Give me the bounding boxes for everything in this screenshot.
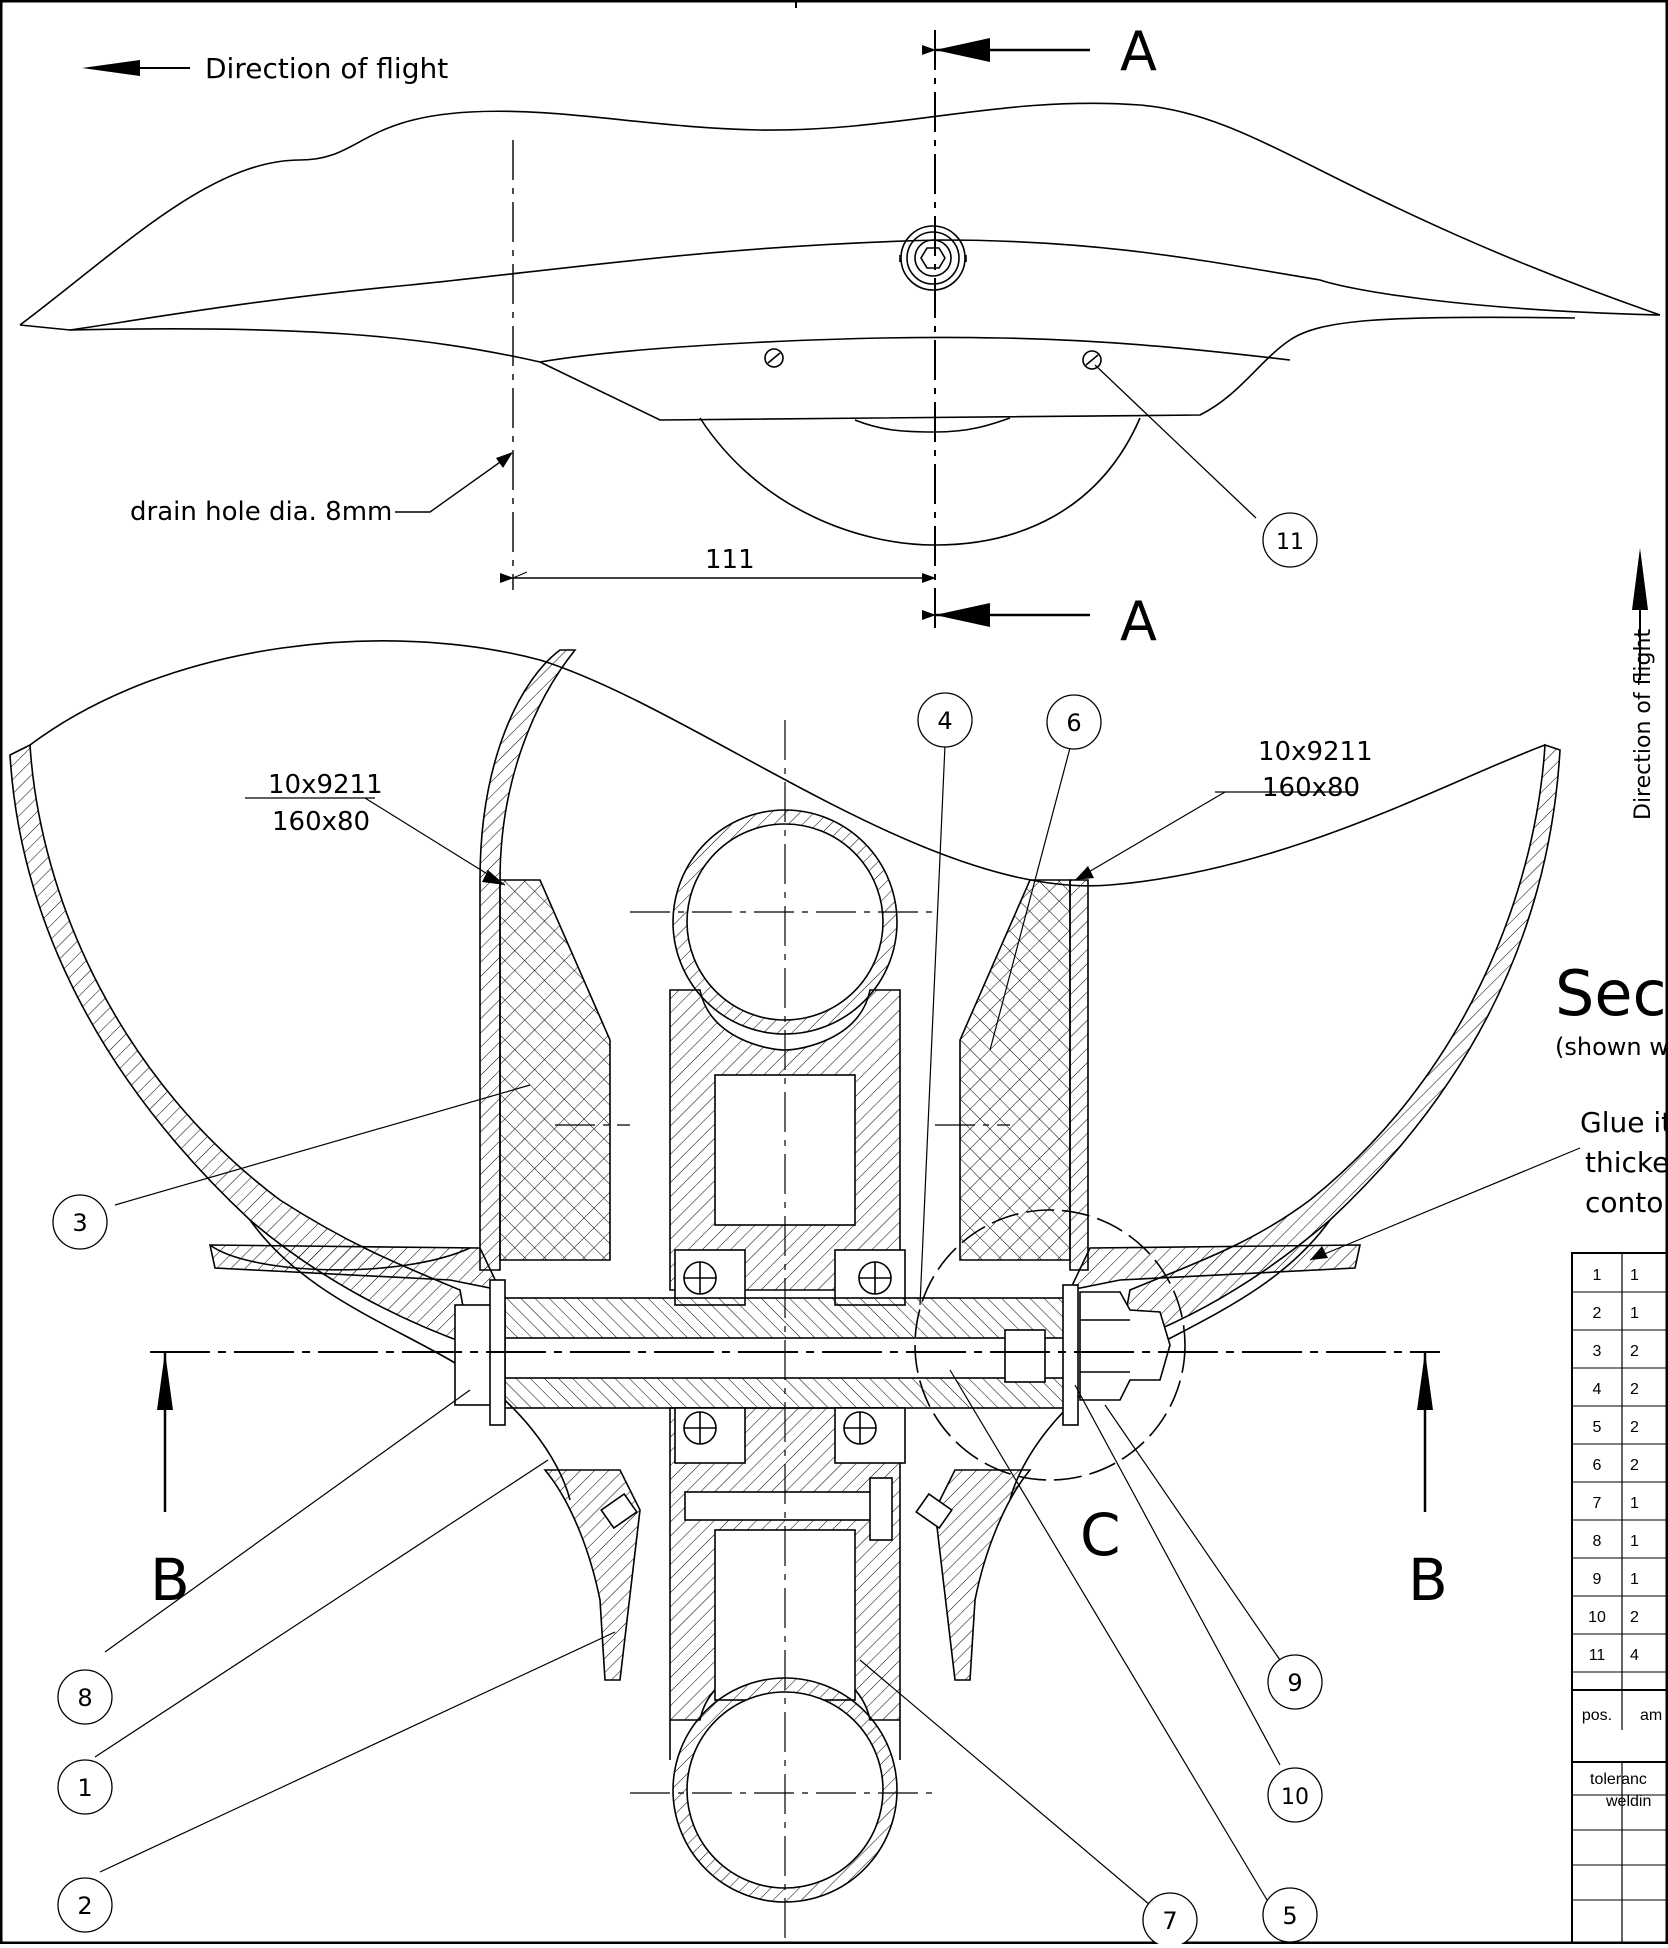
- bom-pos-8: 8: [1593, 1533, 1602, 1550]
- bom-amt-11: 4: [1630, 1647, 1639, 1664]
- weld-left-top: 10x9211: [268, 770, 383, 800]
- weld-left-bottom: 160x80: [272, 807, 370, 837]
- balloon-label-6: 6: [1066, 709, 1081, 737]
- bom-header-amount: am: [1640, 1707, 1662, 1724]
- direction-of-flight-label: Direction of flight: [205, 52, 448, 85]
- section-a-bottom-letter: A: [1120, 590, 1157, 653]
- drain-hole-label: drain hole dia. 8mm: [130, 497, 392, 527]
- bom-amt-2: 1: [1630, 1305, 1639, 1322]
- balloon-label-8: 8: [77, 1684, 92, 1712]
- section-b-right-letter: B: [1408, 1546, 1448, 1614]
- flight-arrow-top: [82, 60, 190, 76]
- drain-hole-axis: [395, 140, 936, 590]
- weld-right-arrowhead: [1075, 866, 1094, 880]
- section-a-top-letter: A: [1120, 20, 1157, 83]
- section-a-bottom-arrowhead: [935, 603, 990, 627]
- weld-left-arrowhead: [482, 870, 505, 885]
- bom-text: 1 1 2 1 3 2 4 2 5 2 6 2 7 1 8 1 9 1 10 2…: [1582, 1267, 1662, 1810]
- dimension-111: 111: [705, 545, 755, 575]
- bom-pos-10: 10: [1588, 1609, 1606, 1626]
- balloon-label-11: 11: [1276, 530, 1304, 555]
- balloon-label-7: 7: [1162, 1907, 1177, 1935]
- balloon-label-10: 10: [1281, 1785, 1309, 1810]
- bom-pos-1: 1: [1593, 1267, 1602, 1284]
- bom-amt-9: 1: [1630, 1571, 1639, 1588]
- top-view: [19, 102, 1661, 546]
- drain-hole-leader-arrowhead: [496, 452, 513, 468]
- section-b-left-letter: B: [150, 1546, 190, 1614]
- bom-amt-1: 1: [1630, 1267, 1639, 1284]
- glue-arrowhead: [1310, 1246, 1328, 1260]
- bom-pos-2: 2: [1593, 1305, 1602, 1322]
- section-a-top-arrowhead: [935, 38, 990, 62]
- section-subtitle: (shown w: [1555, 1033, 1668, 1061]
- section-line-a: [922, 30, 1090, 630]
- bom-table: [1571, 1252, 1668, 1948]
- balloon-label-2: 2: [77, 1892, 92, 1920]
- weld-right-top: 10x9211: [1258, 737, 1373, 767]
- balloon-label-9: 9: [1287, 1669, 1302, 1697]
- bom-amt-7: 1: [1630, 1495, 1639, 1512]
- bom-amt-8: 1: [1630, 1533, 1639, 1550]
- bom-pos-7: 7: [1593, 1495, 1602, 1512]
- weld-right-bottom: 160x80: [1262, 773, 1360, 803]
- balloon-11-leader: [1094, 364, 1257, 519]
- balloon-circles: [52, 512, 1323, 1948]
- glue-note-line2: thicker: [1585, 1146, 1668, 1179]
- balloon-leaders: [94, 744, 1281, 1906]
- bom-amt-5: 2: [1630, 1419, 1639, 1436]
- balloon-label-1: 1: [77, 1774, 92, 1802]
- bom-pos-9: 9: [1593, 1571, 1602, 1588]
- glue-note-line1: Glue ite: [1580, 1106, 1668, 1139]
- bom-amt-6: 2: [1630, 1457, 1639, 1474]
- balloon-label-5: 5: [1282, 1902, 1297, 1930]
- section-title: Sect: [1555, 957, 1668, 1030]
- section-b-right-arrowhead: [1417, 1352, 1433, 1410]
- bom-tolerance-1: toleranc: [1590, 1771, 1647, 1788]
- bom-tolerance-2: weldin: [1605, 1793, 1651, 1810]
- bom-amt-10: 2: [1630, 1609, 1639, 1626]
- bom-pos-4: 4: [1593, 1381, 1602, 1398]
- section-centerlines: [555, 720, 1010, 1944]
- weld-leaders: [245, 791, 1581, 1261]
- detail-c-letter: C: [1080, 1501, 1121, 1569]
- glue-note-line3: contour: [1585, 1186, 1668, 1219]
- balloon-label-4: 4: [937, 707, 952, 735]
- bom-amt-3: 2: [1630, 1343, 1639, 1360]
- direction-of-flight-side-label: Direction of flight: [1631, 629, 1656, 820]
- balloon-label-3: 3: [72, 1209, 87, 1237]
- flight-arrow-side: [1632, 548, 1648, 680]
- text-layer: Direction of flight Direction of flight …: [72, 20, 1668, 1935]
- bom-pos-3: 3: [1593, 1343, 1602, 1360]
- bom-pos-6: 6: [1593, 1457, 1602, 1474]
- bom-pos-5: 5: [1593, 1419, 1602, 1436]
- bom-pos-11: 11: [1589, 1647, 1606, 1664]
- bom-row-lines: [1572, 1291, 1668, 1901]
- bom-amt-4: 2: [1630, 1381, 1639, 1398]
- section-b-left-arrowhead: [157, 1352, 173, 1410]
- bom-header-pos: pos.: [1582, 1707, 1612, 1724]
